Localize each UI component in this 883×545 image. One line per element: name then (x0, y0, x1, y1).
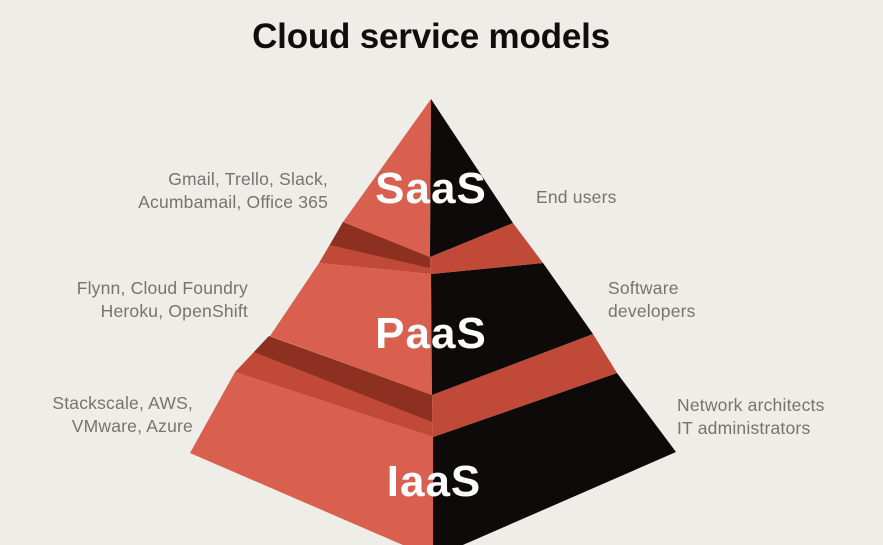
tier-label-paas: PaaS (375, 309, 487, 358)
saas-users-line1: End users (536, 187, 617, 207)
saas-examples-label: Gmail, Trello, Slack, Acumbamail, Office… (138, 168, 328, 214)
iaas-left-face (190, 372, 433, 545)
paas-left-face (270, 263, 432, 395)
paas-users-label: Software developers (608, 277, 696, 323)
iaas-top-shadow-left (254, 336, 432, 422)
paas-examples-line1: Flynn, Cloud Foundry (76, 278, 248, 298)
paas-users-line1: Software (608, 278, 679, 298)
iaas-users-line1: Network architects (677, 395, 825, 415)
saas-examples-line2: Acumbamail, Office 365 (138, 192, 328, 212)
tier-label-iaas: IaaS (386, 457, 482, 506)
iaas-examples-label: Stackscale, AWS, VMware, Azure (52, 392, 193, 438)
iaas-users-line2: IT administrators (677, 418, 811, 438)
saas-examples-line1: Gmail, Trello, Slack, (168, 169, 328, 189)
paas-right-face (431, 263, 593, 395)
saas-right-face (430, 99, 513, 257)
tier-label-saas: SaaS (375, 164, 487, 213)
paas-examples-line2: Heroku, OpenShift (100, 301, 248, 321)
iaas-examples-line1: Stackscale, AWS, (52, 393, 193, 413)
saas-users-label: End users (536, 186, 617, 209)
paas-top-band-right (430, 223, 543, 274)
page-title: Cloud service models (252, 17, 610, 56)
iaas-right-face (433, 373, 676, 545)
iaas-users-label: Network architects IT administrators (677, 394, 825, 440)
iaas-top-band-right (432, 334, 617, 437)
saas-left-face (343, 99, 431, 257)
paas-users-line2: developers (608, 301, 696, 321)
paas-examples-label: Flynn, Cloud Foundry Heroku, OpenShift (77, 277, 248, 323)
paas-top-shadow-left (330, 222, 430, 268)
iaas-examples-line2: VMware, Azure (71, 416, 193, 436)
